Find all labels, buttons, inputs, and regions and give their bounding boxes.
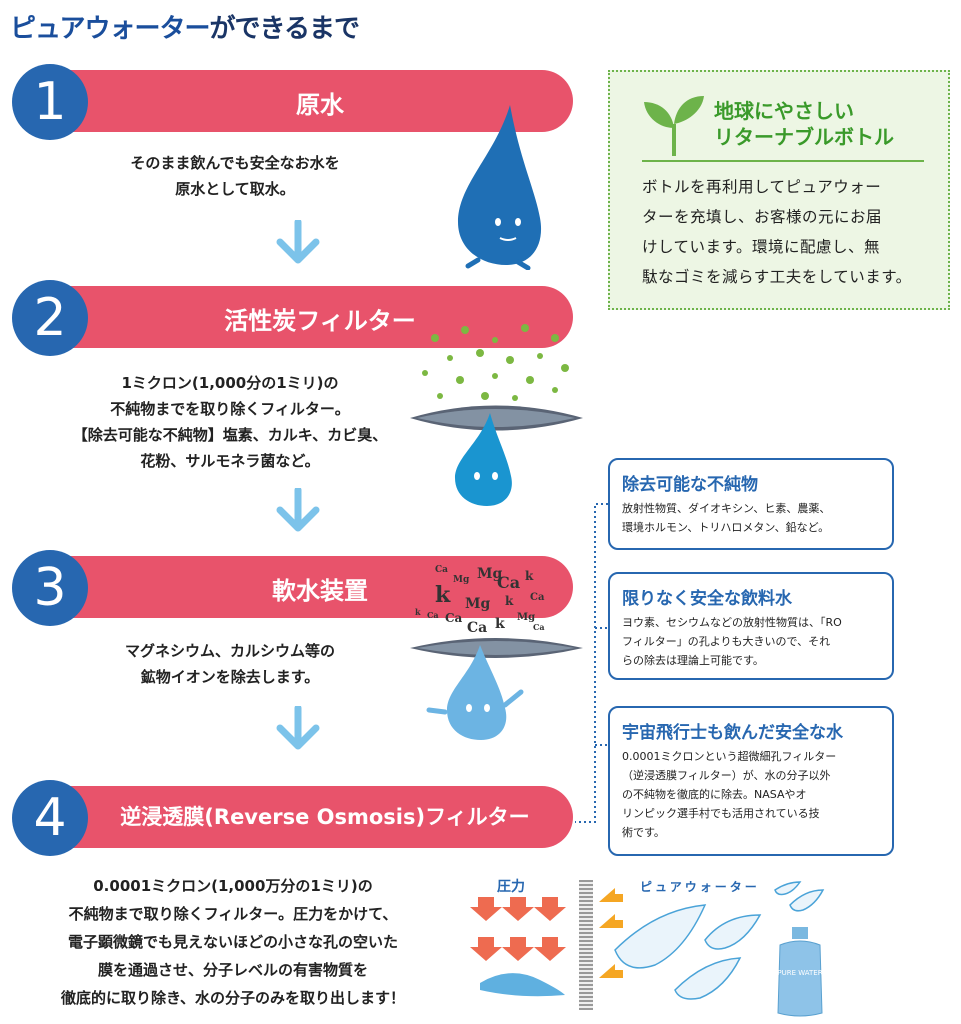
eco-heading-line1: 地球にやさしい — [714, 99, 854, 123]
info-card-astronaut: 宇宙飛行士も飲んだ安全な水 0.0001ミクロンという超微細孔フィルター （逆浸… — [608, 706, 894, 856]
card-body: 0.0001ミクロンという超微細孔フィルター （逆浸透膜フィルター）が、水の分子… — [622, 747, 880, 842]
step4-desc-line2: 不純物まで取り除くフィルター。圧力をかけて、 — [68, 905, 398, 923]
eco-divider — [642, 160, 924, 162]
mineral-label: Ca — [530, 592, 545, 603]
step1-number: 1 — [12, 64, 88, 140]
pressure-arrows-icon — [470, 897, 566, 997]
step3-desc-line2: 鉱物イオンを除去します。 — [140, 668, 320, 686]
card-heading: 除去可能な不純物 — [622, 475, 758, 495]
mineral-label: Mg — [453, 575, 470, 585]
eco-body-line2: ターを充填し、お客様の元にお届 — [642, 208, 883, 226]
step3-number: 3 — [12, 550, 88, 626]
step4-band — [58, 786, 573, 848]
eco-body: ボトルを再利用してピュアウォー ターを充填し、お客様の元にお届 けしています。環… — [642, 172, 932, 292]
step2-number: 2 — [12, 280, 88, 356]
sprout-icon — [644, 96, 704, 156]
mineral-label: Ca — [435, 565, 448, 575]
mineral-label: k — [495, 616, 505, 632]
mineral-label: Mg — [465, 596, 490, 612]
step3-band — [58, 556, 573, 618]
down-arrow-1-icon — [276, 220, 320, 264]
mineral-label: Ca — [533, 622, 545, 632]
title-main: ピュアウォーター — [10, 14, 210, 44]
pure-water-label: ピュアウォーター — [640, 880, 760, 894]
card-body-line: フィルター」の孔よりも大きいので、それ — [622, 635, 831, 648]
step2-desc: 1ミクロン(1,000分の1ミリ)の 不純物までを取り除くフィルター。 【除去可… — [40, 370, 420, 474]
mineral-label: Mg — [477, 566, 502, 582]
bottle-label: PURE WATER — [777, 969, 822, 977]
connector-line — [575, 503, 608, 823]
card-body: 放射性物質、ダイオキシン、ヒ素、農薬、 環境ホルモン、トリハロメタン、鉛など。 — [622, 499, 880, 537]
step4-desc: 0.0001ミクロン(1,000万分の1ミリ)の 不純物まで取り除くフィルター。… — [8, 872, 458, 1012]
step3-desc-line1: マグネシウム、カルシウム等の — [124, 642, 335, 660]
step4-label: 逆浸透膜(Reverse Osmosis)フィルター — [120, 805, 530, 829]
title-sub: ができるまで — [209, 14, 359, 44]
info-card-impurities: 除去可能な不純物 放射性物質、ダイオキシン、ヒ素、農薬、 環境ホルモン、トリハロ… — [608, 458, 894, 550]
carbon-filter-illustration-icon — [410, 324, 583, 506]
step2-label: 活性炭フィルター — [224, 307, 416, 335]
mineral-label: Ca — [467, 620, 487, 636]
card-body-line: 術です。 — [622, 826, 665, 839]
mineral-label: k — [415, 607, 421, 617]
step3-label: 軟水装置 — [272, 577, 368, 605]
eco-body-line1: ボトルを再利用してピュアウォー — [642, 178, 882, 196]
eco-body-line3: けしています。環境に配慮し、無 — [642, 238, 880, 256]
card-body-line: （逆浸透膜フィルター）が、水の分子以外 — [622, 769, 831, 782]
mineral-label: Ca — [427, 610, 439, 620]
step1-label: 原水 — [296, 91, 344, 119]
pressure-label: 圧力 — [497, 879, 525, 895]
mineral-label: k — [435, 582, 451, 608]
eco-body-line4: 駄なゴミを減らす工夫をしています。 — [642, 268, 912, 286]
mineral-label: Ca — [445, 611, 463, 625]
mineral-label: k — [505, 594, 514, 608]
mineral-label: k — [525, 569, 534, 583]
step2-desc-line2: 不純物までを取り除くフィルター。 — [110, 400, 350, 418]
card-body-line: 0.0001ミクロンという超微細孔フィルター — [622, 750, 837, 763]
step4-desc-line1: 0.0001ミクロン(1,000万分の1ミリ)の — [93, 877, 373, 895]
card-body-line: 放射性物質、ダイオキシン、ヒ素、農薬、 — [622, 502, 831, 515]
drop-character-1-icon — [458, 105, 542, 270]
step1-desc: そのまま飲んでも安全なお水を 原水として取水。 — [95, 150, 375, 202]
mineral-label: Mg — [517, 612, 535, 623]
card-body-line: ヨウ素、セシウムなどの放射性物質は、「RO — [622, 616, 842, 629]
step2-band — [58, 286, 573, 348]
card-heading: 限りなく安全な飲料水 — [622, 589, 792, 609]
pure-water-drops-icon — [599, 881, 825, 1000]
step1-band — [58, 70, 573, 132]
step2-desc-line3: 【除去可能な不純物】塩素、カルキ、カビ臭、 — [72, 426, 388, 444]
card-body-line: の不純物を徹底的に除去。NASAやオ — [622, 788, 807, 801]
down-arrow-2-icon — [276, 488, 320, 532]
step4-number: 4 — [12, 780, 88, 856]
card-body: ヨウ素、セシウムなどの放射性物質は、「RO フィルター」の孔よりも大きいので、そ… — [622, 613, 880, 670]
card-body-line: 環境ホルモン、トリハロメタン、鉛など。 — [622, 521, 830, 534]
step1-desc-line2: 原水として取水。 — [175, 180, 295, 198]
ro-membrane — [579, 880, 593, 1010]
eco-box: 地球にやさしい リターナブルボトル ボトルを再利用してピュアウォー ターを充填し… — [608, 70, 950, 310]
down-arrow-3-icon — [276, 706, 320, 750]
water-bottle-icon: PURE WATER — [777, 927, 823, 1017]
step4-desc-line5: 徹底的に取り除き、水の分子のみを取り出します！ — [61, 989, 405, 1007]
step4-desc-line4: 膜を通過させ、分子レベルの有害物質を — [97, 961, 368, 979]
step2-desc-line4: 花粉、サルモネラ菌など。 — [140, 452, 320, 470]
eco-heading-line2: リターナブルボトル — [714, 125, 894, 149]
step4-desc-line3: 電子顕微鏡でも見えないほどの小さな孔の空いた — [67, 933, 398, 951]
softener-illustration-icon: Ca Mg Mg Ca k k Mg k Ca Ca Ca Mg k Ca k … — [410, 565, 583, 740]
eco-heading: 地球にやさしい リターナブルボトル — [714, 98, 894, 150]
card-body-line: リンピック選手村でも活用されている技 — [622, 807, 820, 820]
page-title: ピュアウォーターができるまで — [10, 8, 360, 45]
card-body-line: らの除去は理論上可能です。 — [622, 654, 764, 667]
info-card-safe-water: 限りなく安全な飲料水 ヨウ素、セシウムなどの放射性物質は、「RO フィルター」の… — [608, 572, 894, 680]
step3-desc: マグネシウム、カルシウム等の 鉱物イオンを除去します。 — [80, 638, 380, 690]
step1-desc-line1: そのまま飲んでも安全なお水を — [130, 154, 340, 172]
card-heading: 宇宙飛行士も飲んだ安全な水 — [622, 723, 843, 743]
mineral-label: Ca — [497, 573, 520, 592]
step2-desc-line1: 1ミクロン(1,000分の1ミリ)の — [121, 374, 339, 392]
